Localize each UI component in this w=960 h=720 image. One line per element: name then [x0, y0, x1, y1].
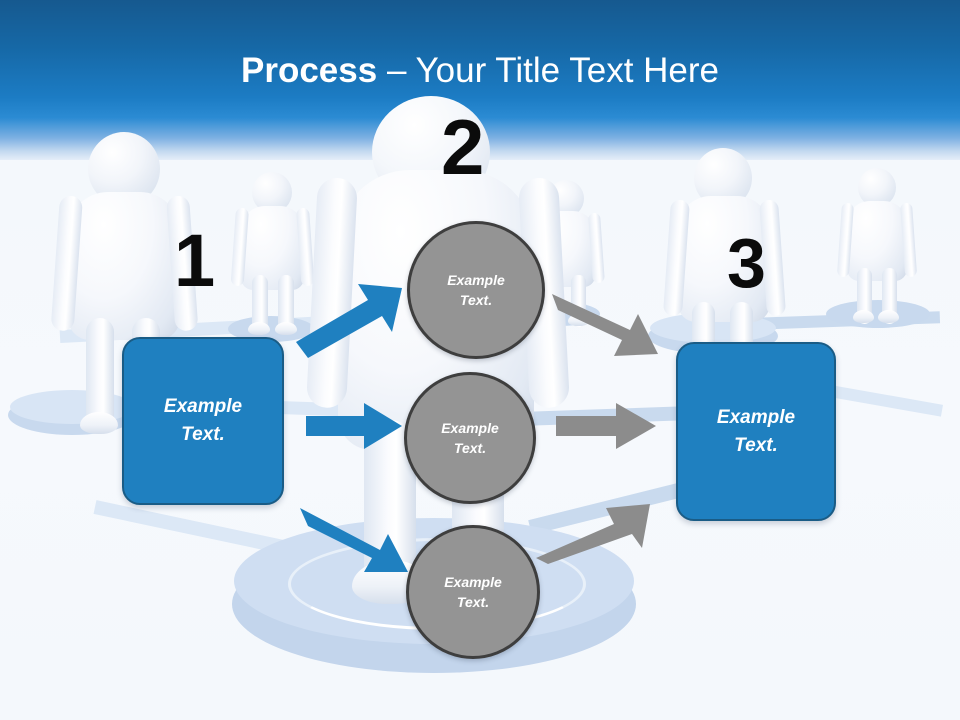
- circle-bottom-text-wrapper: Example Text.: [444, 572, 502, 613]
- box-right-line2: Text.: [734, 434, 778, 456]
- circle-bottom-line2: Text.: [456, 594, 490, 610]
- step-number-2: 2: [441, 103, 484, 191]
- arrow-left-to-circle-bottom: [300, 508, 408, 572]
- box-right-example-text[interactable]: Example Text.: [676, 342, 836, 521]
- step-number-3: 3: [727, 224, 766, 302]
- step-number-1: 1: [174, 219, 215, 302]
- circle-bottom-example-text[interactable]: Example Text.: [406, 525, 540, 659]
- slide-title-rest: Your Title Text Here: [415, 51, 720, 90]
- circle-middle-example-text[interactable]: Example Text.: [404, 372, 536, 504]
- circle-top-text-wrapper: Example Text.: [447, 270, 505, 311]
- arrow-circle-top-to-right: [552, 294, 658, 356]
- arrow-left-to-circle-middle: [306, 403, 402, 449]
- arrow-left-to-circle-top: [296, 284, 402, 358]
- box-right-text-wrapper: Example Text.: [717, 404, 795, 459]
- box-left-text-wrapper: Example Text.: [164, 393, 242, 448]
- circle-middle-text-wrapper: Example Text.: [441, 418, 499, 459]
- circle-middle-line2: Text.: [453, 440, 487, 456]
- slide-title: Process – Your Title Text Here: [0, 51, 960, 91]
- arrow-circle-middle-to-right: [556, 403, 656, 449]
- box-right-line1: Example: [716, 406, 796, 428]
- box-left-example-text[interactable]: Example Text.: [122, 337, 284, 505]
- slide-title-separator: –: [377, 51, 416, 90]
- circle-top-example-text[interactable]: Example Text.: [407, 221, 545, 359]
- box-left-line1: Example: [163, 396, 243, 418]
- circle-bottom-line1: Example: [444, 573, 502, 590]
- box-left-line2: Text.: [181, 424, 225, 445]
- circle-top-line2: Text.: [459, 292, 493, 308]
- slide-title-bold: Process: [241, 51, 378, 90]
- circle-middle-line1: Example: [441, 419, 499, 436]
- circle-top-line1: Example: [447, 271, 505, 288]
- arrow-circle-bottom-to-right: [536, 504, 650, 564]
